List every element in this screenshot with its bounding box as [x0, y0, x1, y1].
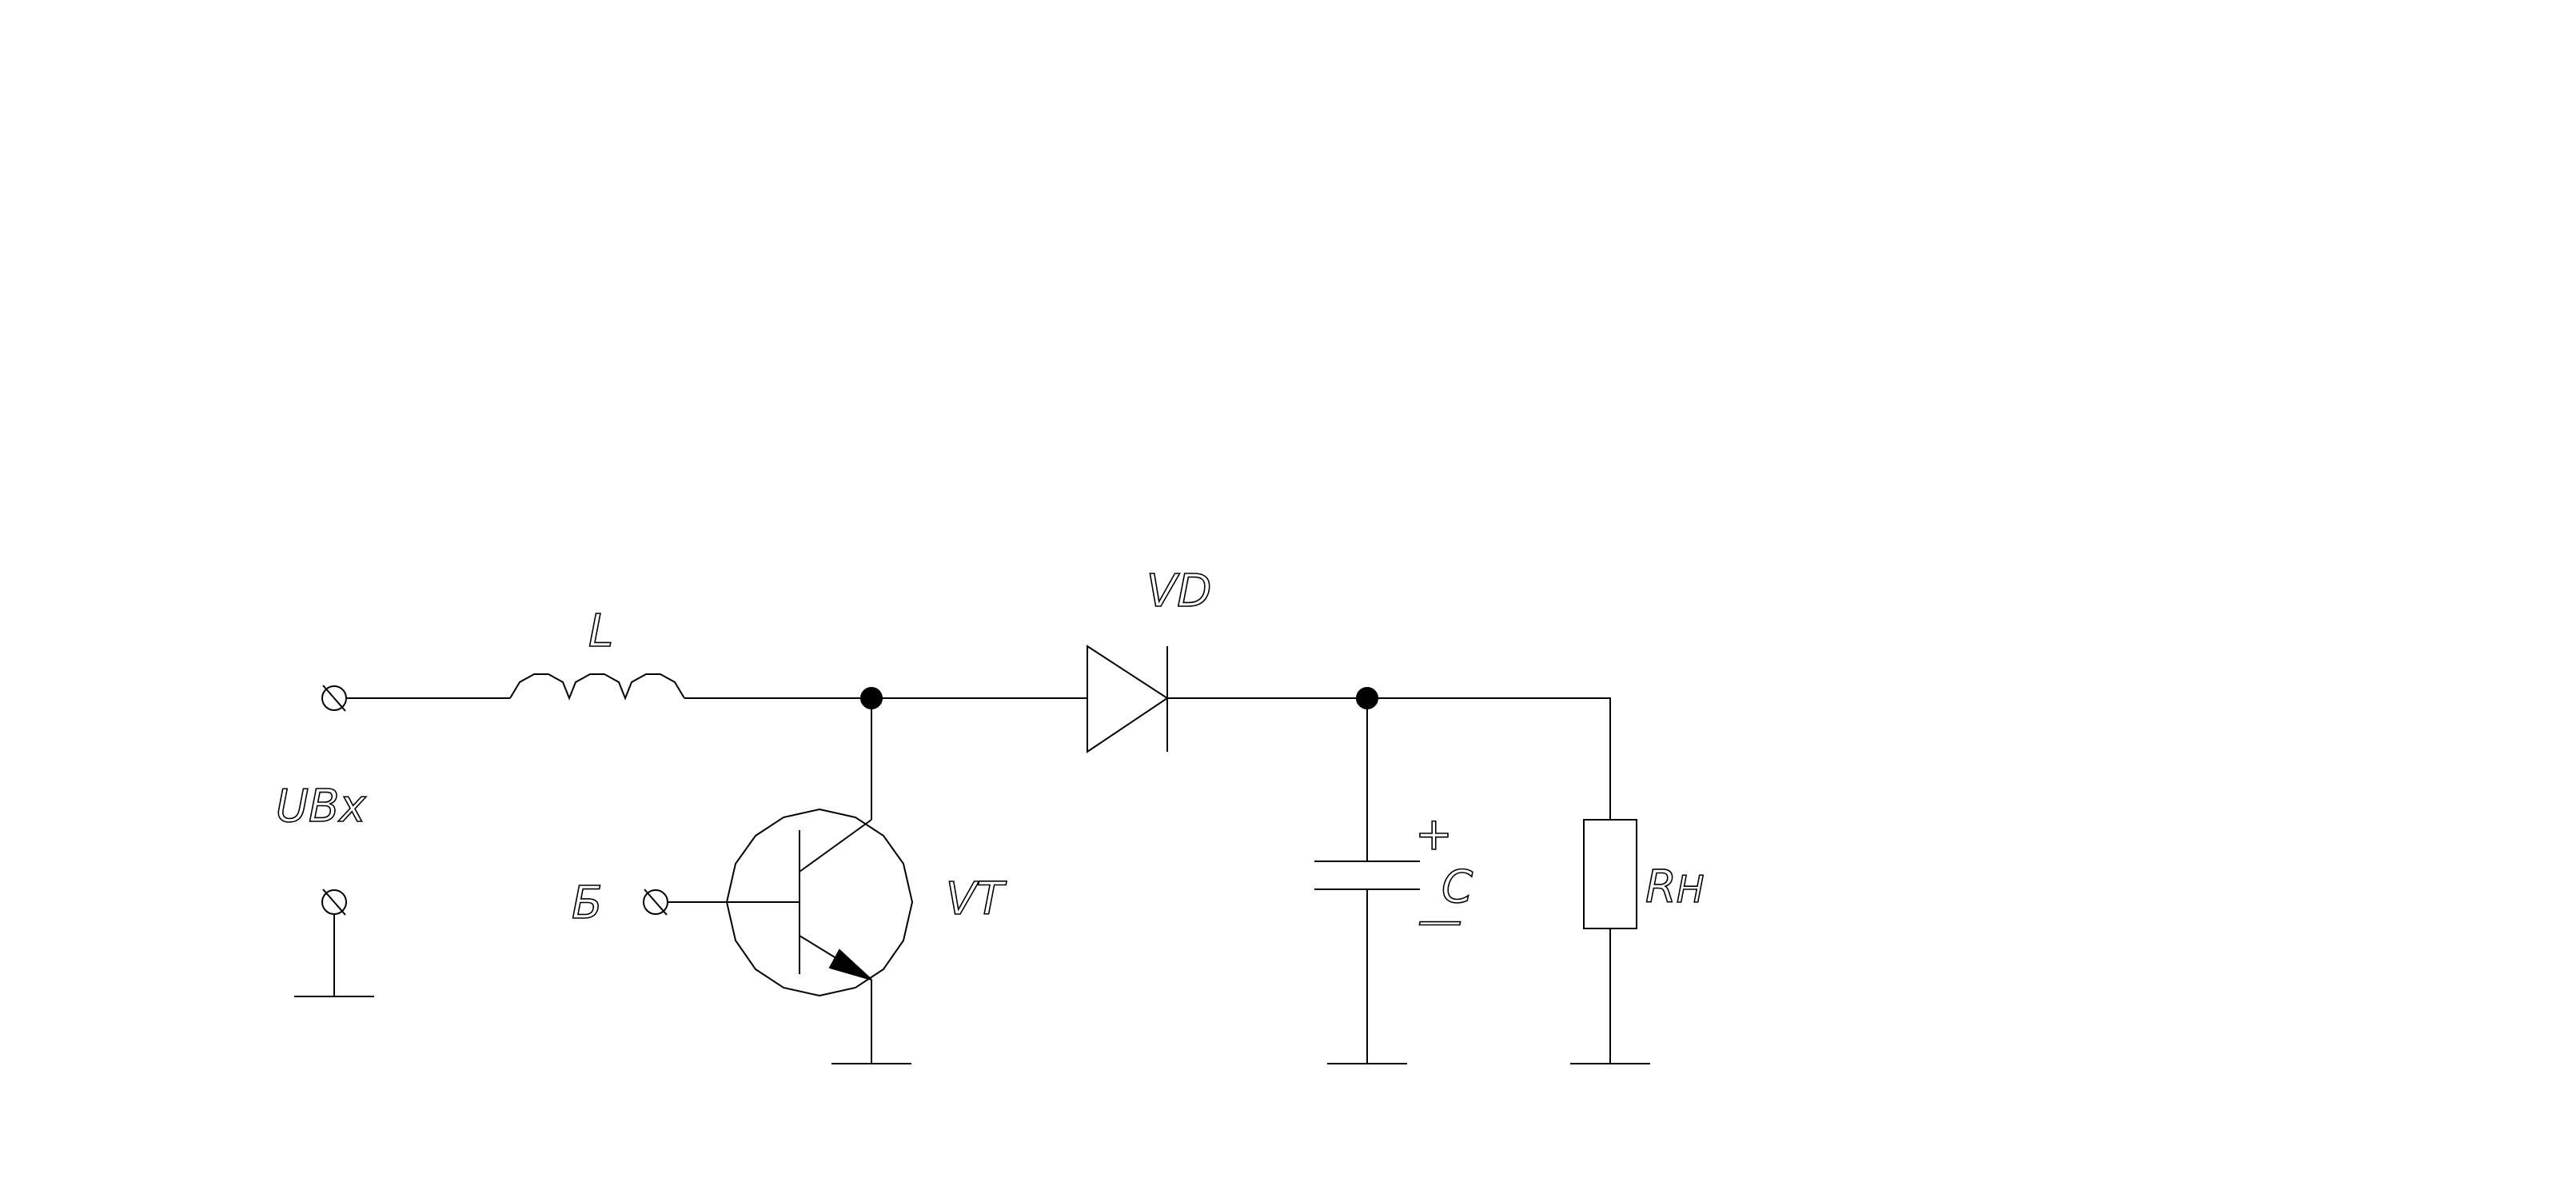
- load-resistor: [1583, 819, 1637, 929]
- transistor-body: [725, 808, 914, 997]
- transistor-emitter-arrow-icon: [828, 948, 872, 980]
- label-load-resistor: RН: [1645, 861, 1705, 913]
- diode-symbol: [1087, 645, 1169, 753]
- transistor-collector-lead: [799, 819, 872, 873]
- base-terminal: [643, 889, 668, 916]
- inductor-coil: [509, 673, 685, 701]
- label-load-resistor-subscript: Н: [1677, 868, 1705, 911]
- input-terminal-bottom: [321, 889, 347, 916]
- label-load-resistor-main: R: [1645, 861, 1677, 913]
- label-input-voltage: UВх: [276, 781, 366, 833]
- label-transistor: VT: [946, 873, 1007, 925]
- label-inductor: L: [588, 605, 613, 657]
- label-capacitor: C: [1442, 861, 1473, 913]
- input-terminal-top: [321, 685, 347, 712]
- label-capacitor-minus: —: [1418, 895, 1462, 947]
- label-base: Б: [572, 877, 602, 929]
- label-capacitor-plus: +: [1415, 809, 1453, 861]
- label-diode: VD: [1146, 565, 1211, 617]
- wire-node2-to-load: [1367, 697, 1611, 820]
